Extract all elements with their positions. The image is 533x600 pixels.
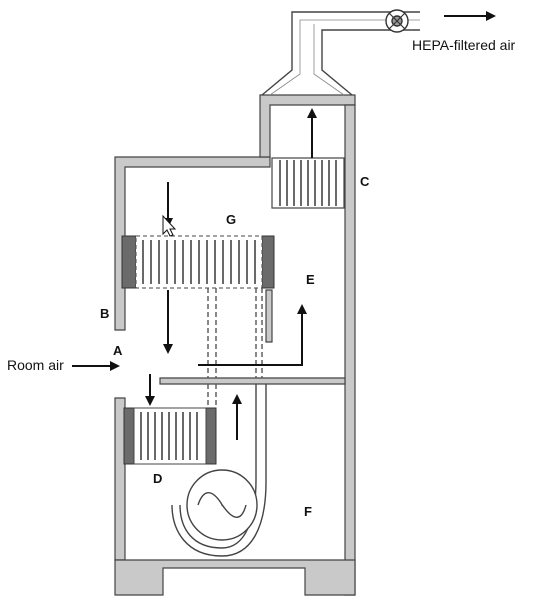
room-air-label: Room air — [7, 357, 64, 373]
label-g: G — [226, 212, 236, 227]
hepa-filtered-air-label: HEPA-filtered air — [412, 37, 516, 53]
lower-hepa-filter — [123, 407, 217, 465]
mouse-cursor-icon — [162, 214, 177, 237]
blower-icon — [171, 384, 267, 557]
exhaust-fan-icon — [385, 9, 409, 33]
label-e: E — [306, 272, 315, 287]
exhaust-duct — [261, 11, 420, 96]
cabinet-walls — [114, 94, 356, 596]
work-surface — [159, 377, 346, 385]
label-d: D — [153, 471, 162, 486]
label-a: A — [113, 343, 123, 358]
cabinet-base — [114, 559, 356, 596]
exhaust-hepa-filter — [271, 157, 345, 209]
label-c: C — [360, 174, 370, 189]
label-f: F — [304, 504, 312, 519]
inner-partition — [265, 289, 273, 343]
plenum-ducts — [207, 288, 263, 408]
rear-flow-arrow — [198, 304, 307, 366]
airflow-arrows — [72, 11, 496, 440]
supply-hepa-filter — [121, 235, 275, 289]
label-b: B — [100, 306, 109, 321]
top-wall — [259, 94, 356, 158]
right-wall — [344, 104, 356, 596]
